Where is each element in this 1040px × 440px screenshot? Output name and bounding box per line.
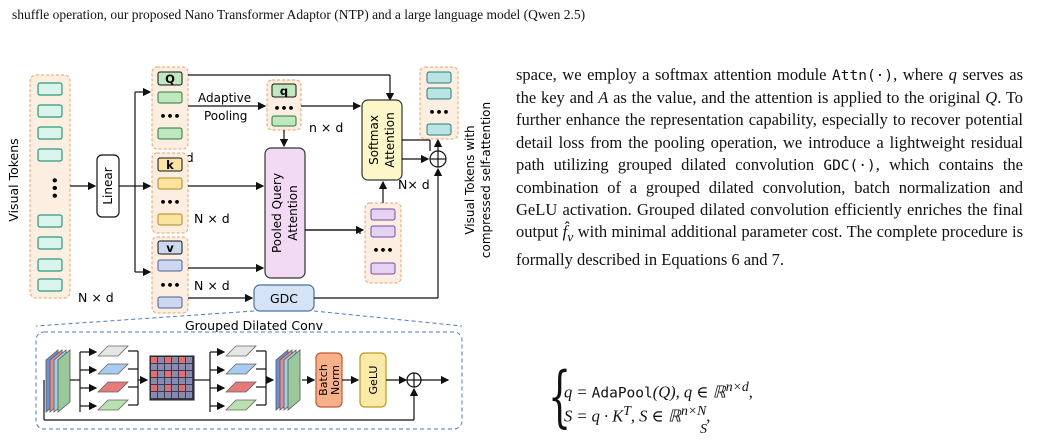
k-shape-label: N × d: [194, 211, 230, 226]
k-stack: [151, 152, 189, 234]
grid-cell: [186, 364, 192, 370]
v-stack-dots: •••: [159, 279, 180, 292]
v-lower-label: v: [166, 241, 174, 255]
output-dots: •••: [428, 106, 449, 119]
input-tokens: [37, 82, 63, 292]
softmax-label-1: Softmax: [367, 115, 381, 165]
split-slabs-1: [80, 345, 129, 411]
attn-function: Attn(·): [832, 68, 894, 84]
grid-cell: [165, 357, 171, 363]
grid-cell: [172, 357, 178, 363]
inner-residual-add-icon: [406, 372, 422, 388]
q-stack-dots: •••: [159, 110, 180, 123]
grid-cell: [179, 364, 185, 370]
v-stack: [151, 236, 189, 314]
grid-cell: [179, 357, 185, 363]
grid-cell: [186, 357, 192, 363]
grid-cell: [158, 371, 164, 377]
grid-cell: [165, 392, 171, 398]
grid-cell: [158, 392, 164, 398]
batch-label: Batch: [317, 364, 330, 396]
architecture-figure: Visual Tokens ••• N × d Linear Q ••• N ×…: [6, 66, 493, 430]
grid-cell: [186, 392, 192, 398]
equation-row-2: S = q · KT, S ∈ ℝn×N,: [564, 403, 711, 426]
equation-row-1: q = AdaPool(Q), q ∈ ℝn×d,: [564, 379, 753, 402]
body-paragraph: space, we employ a softmax attention mod…: [516, 65, 1024, 269]
k-stack-dots: •••: [159, 196, 180, 209]
grid-cell: [158, 357, 164, 363]
dilated-conv-grid-icon: [149, 355, 195, 401]
a-stack-dots: •••: [372, 244, 393, 257]
caption-line: shuffle operation, our proposed Nano Tra…: [12, 7, 586, 22]
gdc-label: GDC: [270, 291, 298, 306]
grid-cell: [151, 364, 157, 370]
small-q-dots: •••: [273, 102, 294, 115]
grid-cell: [165, 371, 171, 377]
grid-cell: [179, 371, 185, 377]
grid-cell: [179, 385, 185, 391]
grid-cell: [165, 364, 171, 370]
grid-cell: [151, 371, 157, 377]
small-q-shape-label: n × d: [309, 120, 343, 135]
grid-cell: [172, 378, 178, 384]
grid-cell: [158, 378, 164, 384]
grid-cell: [165, 378, 171, 384]
grid-cell: [172, 392, 178, 398]
output-token-stack: [419, 66, 459, 140]
k-lower-label: k: [166, 158, 174, 172]
output-tokens: [426, 71, 452, 136]
input-shape-label: N × d: [78, 290, 114, 305]
gelu-label: GeLU: [367, 366, 380, 395]
output-label-1: Visual Tokens with: [463, 125, 477, 234]
equation-block: { q = AdaPool(Q), q ∈ ℝn×d, S = q · KT, …: [548, 350, 1028, 440]
grid-cell: [172, 385, 178, 391]
pooled-query-attention-box: [264, 147, 306, 279]
grid-cell: [186, 371, 192, 377]
output-feature-stack: [275, 349, 301, 411]
grid-cell: [179, 378, 185, 384]
output-shape-label: N× d: [398, 177, 430, 192]
pooled-label-2: Attention: [286, 185, 300, 240]
equation-row-3: S: [700, 422, 707, 437]
equation-brace: {: [548, 358, 572, 435]
grid-cell: [172, 364, 178, 370]
grid-cell: [186, 378, 192, 384]
gdc-title: Grouped Dilated Conv: [185, 318, 324, 333]
norm-label: Norm: [329, 365, 342, 395]
gdc-detail-panel: [35, 331, 463, 430]
grid-cell: [151, 385, 157, 391]
grid-cell: [158, 364, 164, 370]
softmax-label-2: Attention: [383, 112, 397, 167]
grid-cell: [151, 392, 157, 398]
adaptive-label: Adaptive: [198, 91, 251, 105]
gdc-function: GDC(·): [823, 157, 876, 174]
grid-cell: [151, 357, 157, 363]
q-lower-label: q: [280, 84, 288, 98]
v-shape-label: N × d: [194, 278, 230, 293]
grid-cell: [172, 371, 178, 377]
grid-cell: [158, 385, 164, 391]
grid-cell: [186, 385, 192, 391]
fv-symbol: f̂v: [562, 222, 574, 245]
visual-tokens-label: Visual Tokens: [6, 138, 21, 221]
pooling-label: Pooling: [204, 109, 247, 123]
q-upper-label: Q: [165, 72, 175, 86]
grid-cell: [151, 378, 157, 384]
output-label-2: compressed self-attention: [479, 102, 493, 258]
split-slabs-2: [210, 345, 257, 411]
residual-add-icon: [429, 150, 447, 168]
grid-cell: [165, 385, 171, 391]
grid-cell: [179, 392, 185, 398]
linear-label: Linear: [101, 167, 115, 204]
input-dots: •••: [47, 176, 61, 199]
input-feature-stack: [45, 349, 71, 413]
pooled-label-1: Pooled Query: [270, 173, 284, 253]
